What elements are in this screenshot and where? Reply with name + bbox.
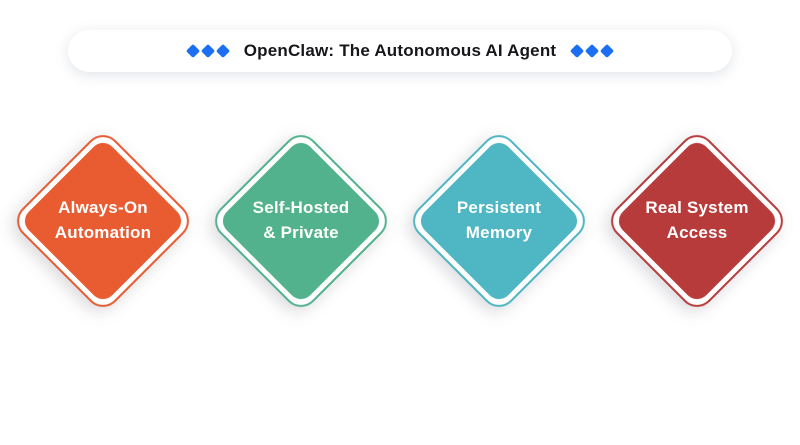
feature-label: Persistent Memory [406, 128, 592, 314]
feature-label-line: Access [666, 223, 728, 242]
feature-real-system-access: Real System Access [603, 127, 791, 315]
feature-always-on-automation: Always-On Automation [9, 127, 197, 315]
feature-label-line: Self-Hosted [252, 198, 350, 218]
feature-label: Real System Access [604, 128, 790, 314]
feature-label-line: Automation [54, 223, 152, 242]
feature-label: Self-Hosted & Private [208, 128, 394, 314]
feature-label-line: & Private [263, 223, 339, 242]
blue-diamond-icon [600, 43, 615, 59]
blue-diamond-icon [585, 43, 600, 59]
blue-diamond-icon [200, 43, 215, 59]
feature-label-line: Always-On [58, 198, 148, 218]
page-title: OpenClaw: The Autonomous AI Agent [243, 41, 557, 60]
feature-persistent-memory: Persistent Memory [405, 127, 593, 315]
feature-row: Always-On Automation Self-Hosted & Priva… [9, 127, 791, 315]
feature-self-hosted-private: Self-Hosted & Private [207, 127, 395, 315]
blue-diamond-icon [570, 43, 585, 59]
blue-diamond-icon [185, 43, 200, 59]
title-decor-right [570, 43, 615, 59]
feature-label: Always-On Automation [10, 128, 196, 314]
feature-label-line: Real System [645, 198, 749, 218]
blue-diamond-icon [215, 43, 230, 59]
feature-label-line: Persistent [456, 198, 542, 218]
title-banner: OpenClaw: The Autonomous AI Agent [68, 30, 732, 72]
title-decor-left [185, 43, 230, 59]
feature-label-line: Memory [465, 223, 533, 242]
